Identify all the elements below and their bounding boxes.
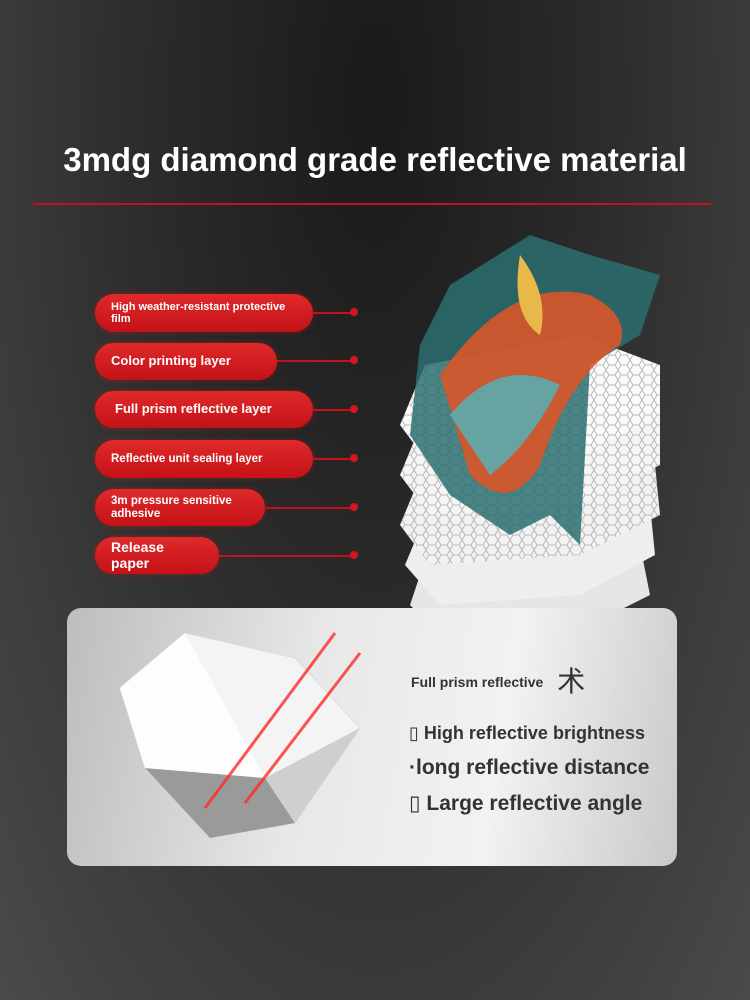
page-title: 3mdg diamond grade reflective material (63, 141, 687, 178)
layer-label-release-paper: Release paper (95, 537, 219, 574)
feature-panel: Full prism reflective 术 ▯ High reflective… (67, 608, 677, 866)
connector-dot (350, 405, 358, 413)
prism-illustration (119, 632, 362, 839)
layer-text: Release paper (111, 539, 164, 571)
connector-dot (350, 551, 358, 559)
connector-line (264, 507, 352, 509)
layer-label-sealing: Reflective unit sealing layer (95, 440, 313, 478)
layer-text: Reflective unit sealing layer (111, 452, 263, 465)
phoenix-artwork (410, 235, 660, 545)
connector-dot (350, 356, 358, 364)
feature-item: ▯ High reflective brightness (409, 723, 645, 743)
connector-line (312, 409, 352, 411)
connector-dot (350, 454, 358, 462)
connector-dot (350, 503, 358, 511)
light-ray (243, 652, 362, 804)
connector-line (219, 555, 352, 557)
layer-label-protective-film: High weather-resistant protective film (95, 294, 313, 332)
layer-label-prism: Full prism reflective layer (95, 391, 313, 428)
feature-item: ▯ Large reflective angle (409, 792, 643, 815)
connector-dot (350, 308, 358, 316)
layer-label-color-printing: Color printing layer (95, 343, 277, 380)
feature-item: ·long reflective distance (409, 756, 650, 779)
connector-line (312, 458, 352, 460)
layer-text: High weather-resistant protective film (111, 300, 286, 325)
panel-heading-suffix: 术 (557, 666, 586, 697)
layer-text: 3m pressure sensitive adhesive (111, 494, 232, 520)
layer-text: Color printing layer (111, 353, 231, 369)
layer-label-adhesive: 3m pressure sensitive adhesive (95, 489, 265, 526)
connector-line (312, 312, 352, 314)
panel-heading: Full prism reflective (411, 674, 544, 690)
layer-text: Full prism reflective layer (115, 401, 272, 417)
connector-line (277, 360, 352, 362)
light-ray (203, 632, 337, 809)
title-divider (33, 203, 711, 205)
layer-stack-illustration (400, 235, 660, 645)
